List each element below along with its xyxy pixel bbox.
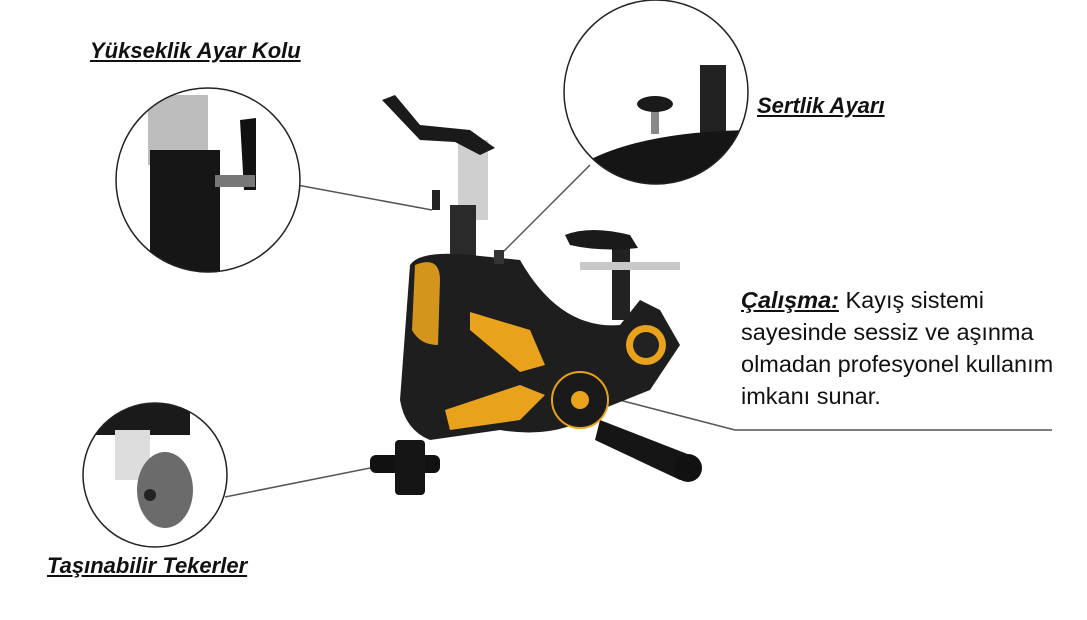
belt-description: Çalışma: Kayış sistemi sayesinde sessiz … <box>741 284 1071 412</box>
belt-description-body: Kayış sistemi sayesinde sessiz ve aşınma… <box>741 287 1054 409</box>
leader-line-belt <box>599 394 1052 431</box>
callout-height-lever: Yükseklik Ayar Kolu <box>90 38 301 63</box>
leader-lines <box>224 164 1052 498</box>
callout-resistance: Sertlik Ayarı <box>757 93 885 118</box>
callout-wheels: Taşınabilir Tekerler <box>47 553 248 578</box>
leader-line-height <box>296 184 433 211</box>
exercise-bike-image <box>370 95 702 495</box>
leader-line-wheels <box>224 464 386 498</box>
belt-description-lead: Çalışma: <box>741 287 839 313</box>
inset-height-lever <box>115 87 301 273</box>
inset-wheels <box>82 402 228 548</box>
leader-line-resistance <box>499 164 591 256</box>
inset-resistance-knob <box>563 0 749 185</box>
